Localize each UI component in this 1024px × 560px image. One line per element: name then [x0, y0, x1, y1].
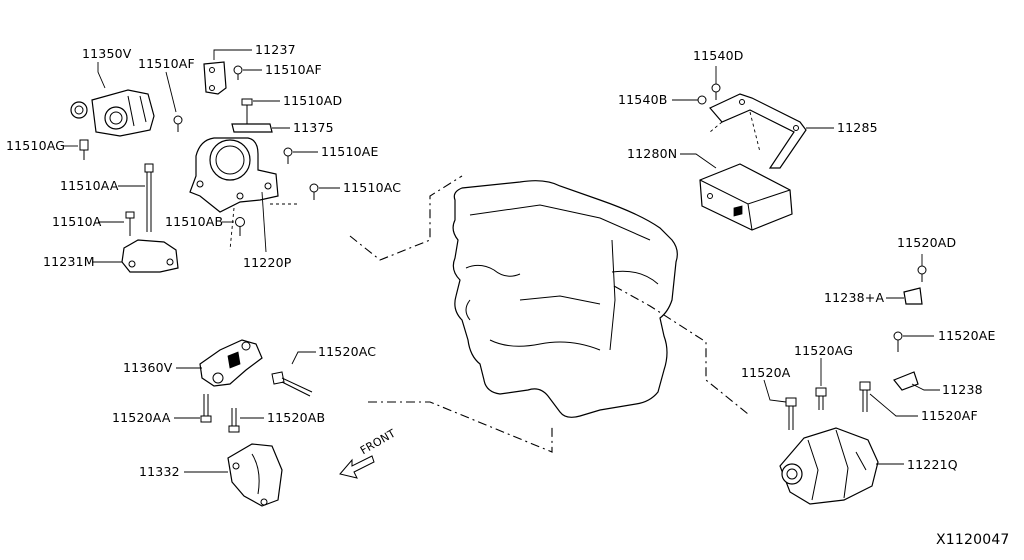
label-11510af-a: 11510AF [138, 56, 195, 71]
label-11221q: 11221Q [907, 457, 958, 472]
label-11375: 11375 [293, 120, 334, 135]
mount-11221q [779, 427, 904, 505]
label-11520aa: 11520AA [112, 410, 171, 425]
bolt-11520a [763, 379, 797, 430]
bolt-11520ac [271, 351, 316, 397]
label-11520af: 11520AF [921, 408, 978, 423]
label-11231m: 11231M [43, 254, 95, 269]
bolt-11510ac [309, 183, 340, 200]
label-11360v: 11360V [123, 360, 173, 375]
label-11238: 11238 [942, 382, 983, 397]
label-11510ab: 11510AB [165, 214, 224, 229]
mount-11231m [92, 239, 179, 273]
label-11238a: 11238+A [824, 290, 885, 305]
label-11510ae: 11510AE [321, 144, 379, 159]
label-11510aa: 11510AA [60, 178, 119, 193]
bolt-11540b [672, 95, 707, 105]
bracket-11238 [893, 371, 940, 391]
label-11510ag: 11510AG [6, 138, 66, 153]
plate-11375 [231, 123, 290, 133]
bolt-11510af-b [233, 65, 262, 80]
label-11220p: 11220P [243, 255, 292, 270]
bolt-11510af-a [165, 71, 183, 132]
label-11510a: 11510A [52, 214, 102, 229]
bolt-11520ad [917, 254, 927, 282]
front-arrow [339, 455, 375, 479]
diagram-id: X1120047 [936, 532, 1010, 548]
label-11280n: 11280N [627, 146, 678, 161]
label-11540d: 11540D [693, 48, 744, 63]
label-11510ad: 11510AD [283, 93, 343, 108]
mount-11360v [176, 339, 263, 387]
bolt-11520ab [228, 408, 264, 433]
bolt-11520aa [174, 394, 212, 423]
label-11510af-b: 11510AF [265, 62, 322, 77]
label-11520ab: 11520AB [267, 410, 326, 425]
bolt-11510ab [222, 217, 245, 236]
label-11540b: 11540B [618, 92, 668, 107]
bracket-11220p [189, 137, 300, 253]
label-11350v: 11350V [82, 46, 132, 61]
label-11520ac: 11520AC [318, 344, 377, 359]
bolt-11510aa [118, 163, 154, 232]
bracket-11238a [886, 287, 923, 305]
bolt-11540d [711, 66, 721, 100]
bolt-11510a [98, 211, 135, 236]
bracket-11237 [203, 49, 252, 95]
bolt-11520ae [893, 331, 934, 352]
bolt-11510ad [241, 98, 280, 126]
label-11520ag: 11520AG [794, 343, 854, 358]
bolt-11520ag [815, 358, 827, 410]
label-11332: 11332 [139, 464, 180, 479]
label-11285: 11285 [837, 120, 878, 135]
label-11520ad: 11520AD [897, 235, 957, 250]
label-11520a: 11520A [741, 365, 791, 380]
bolt-11510ag [64, 139, 89, 160]
mount-11350v [70, 62, 155, 137]
label-11237: 11237 [255, 42, 296, 57]
engine-block [349, 175, 749, 453]
bracket-11332 [184, 443, 283, 507]
module-11280n [680, 153, 793, 231]
bracket-11285 [709, 93, 834, 169]
bolt-11510ae [283, 147, 318, 164]
label-11510ac: 11510AC [343, 180, 402, 195]
label-11520ae: 11520AE [938, 328, 996, 343]
bolt-11520af [859, 381, 918, 417]
